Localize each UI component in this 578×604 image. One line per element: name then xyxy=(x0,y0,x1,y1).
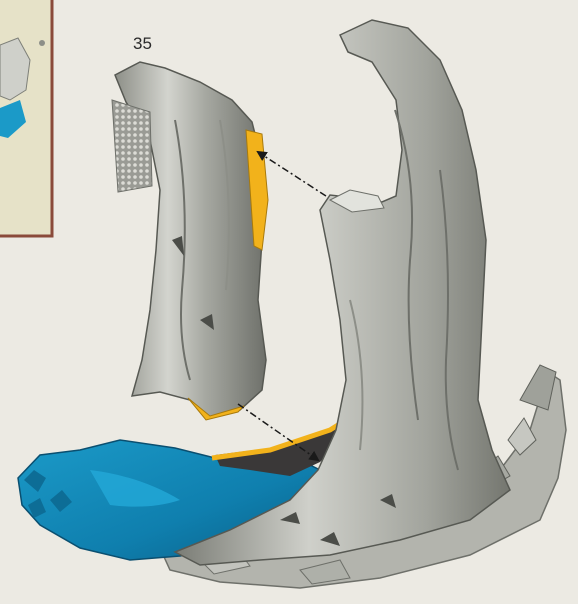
inset-panel xyxy=(0,0,52,236)
arrow-upper-assembly xyxy=(258,152,326,196)
step-number: 35 xyxy=(133,34,152,54)
floating-robe-part xyxy=(112,62,268,420)
